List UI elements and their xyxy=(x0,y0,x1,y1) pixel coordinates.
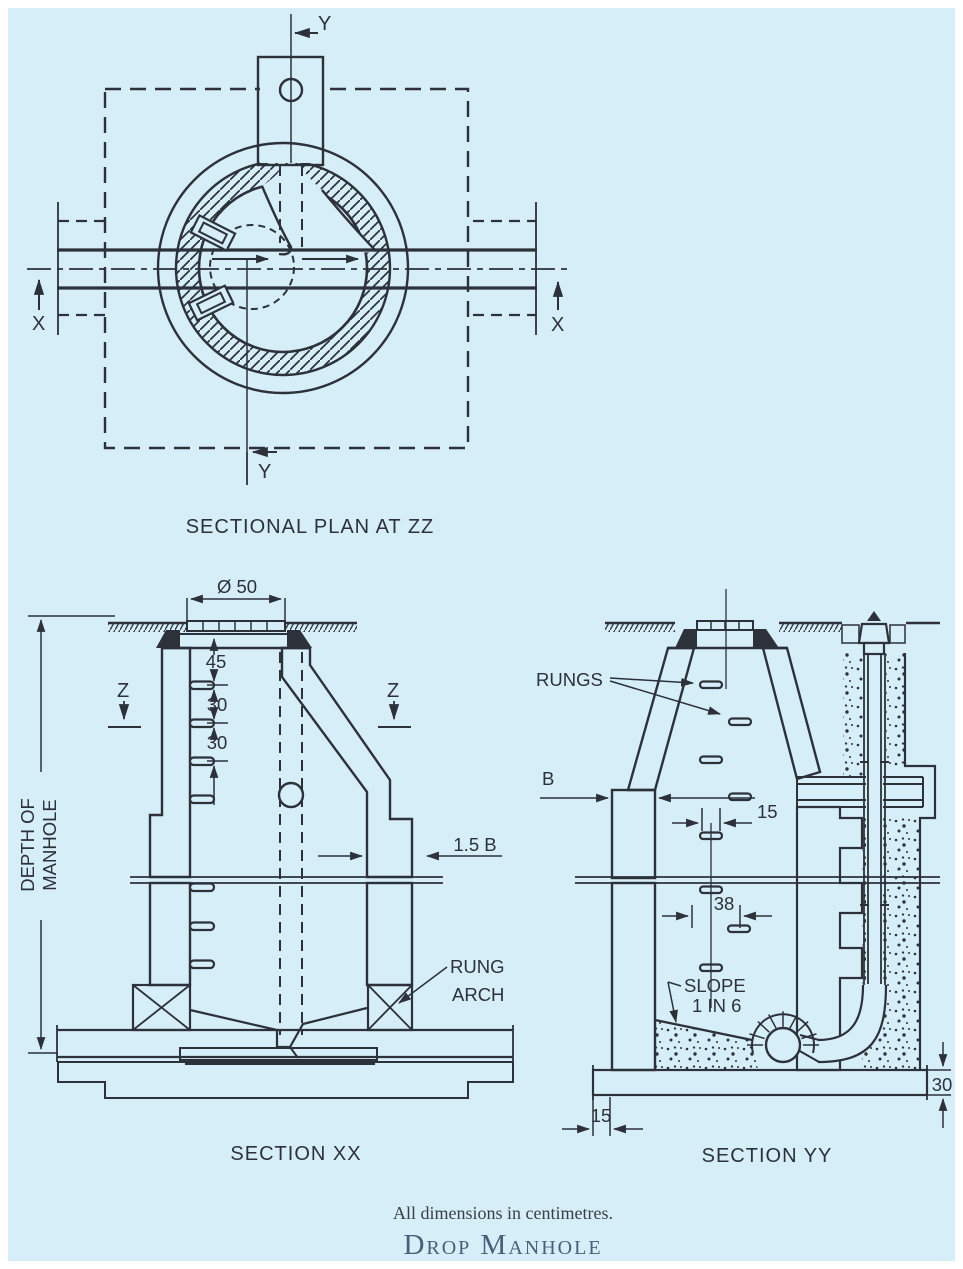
plan-caption: SECTIONAL PLAN AT ZZ xyxy=(186,516,435,538)
yy-dim-slab-thickness: 30 xyxy=(932,1074,953,1095)
xx-depth-label-line2: MANHOLE xyxy=(39,799,60,891)
plan-channel-left-curve xyxy=(260,185,293,256)
xx-depth-label-line1: DEPTH OF xyxy=(17,798,38,892)
yy-elbow-inner xyxy=(817,984,865,1042)
yy-benching-slope xyxy=(654,1018,753,1042)
yy-concrete-col-right xyxy=(886,653,905,766)
yy-ledge-dim: 15 xyxy=(562,1097,643,1136)
xx-inlet-pipe-circle xyxy=(277,781,305,809)
yy-rungs xyxy=(698,680,753,973)
yy-label-wall-b: B xyxy=(542,768,554,789)
x-right-label: X xyxy=(551,314,564,336)
yy-label-rungs: RUNGS xyxy=(536,669,603,690)
xx-right-wall-upper xyxy=(280,646,414,879)
plan-rung-lower xyxy=(187,284,235,322)
y-top-label: Y xyxy=(318,13,331,35)
yy-elbow-outer xyxy=(817,984,888,1064)
yy-outlet-lines xyxy=(797,1034,820,1063)
xx-right-wall-lower xyxy=(365,881,414,987)
yy-cover-ticks xyxy=(710,622,740,629)
yy-frame-wedge-left xyxy=(675,629,697,648)
yy-slope-line1: SLOPE xyxy=(684,975,746,996)
yy-slope-line2: 1 IN 6 xyxy=(692,995,741,1016)
xx-concrete-stipple xyxy=(57,1061,514,1099)
xx-caption: SECTION XX xyxy=(230,1143,361,1165)
plan-rung-upper xyxy=(189,213,237,253)
xx-rung-arch-label: RUNG ARCH xyxy=(398,956,504,1005)
plan-section-markers: Y Y X X xyxy=(32,13,564,485)
yy-left-wall-mid xyxy=(610,788,657,880)
yy-junction-cross xyxy=(796,776,924,808)
plan-channel-right-curve xyxy=(321,189,377,252)
xx-left-wall-upper xyxy=(148,646,192,879)
xx-base-slab xyxy=(56,1025,514,1099)
yy-vent-cap xyxy=(841,611,906,656)
xx-left-wall-lower xyxy=(148,881,192,987)
yy-frame-wedge-right xyxy=(753,629,779,648)
xx-dim-30-lower: 30 xyxy=(207,732,228,753)
yy-rung-offset-dim-upper: 15 xyxy=(672,801,778,831)
yy-drop-pipe-interior xyxy=(866,653,883,987)
z-left-label: Z xyxy=(117,680,129,702)
yy-pipe-sockets xyxy=(860,761,889,906)
yy-caption: SECTION YY xyxy=(702,1145,833,1167)
xx-rung-arch-line2: ARCH xyxy=(452,984,504,1005)
yy-left-wall-taper xyxy=(626,646,696,792)
xx-wall-dim: 1.5 B xyxy=(318,834,502,861)
yy-dim-ledge: 15 xyxy=(591,1105,612,1126)
xx-z-markers: Z Z xyxy=(108,680,411,728)
xx-cover-ticks xyxy=(202,622,268,630)
xx-depth-dim: DEPTH OF MANHOLE xyxy=(17,615,115,1054)
x-left-label: X xyxy=(32,313,45,335)
plan-outer-circle xyxy=(156,141,410,395)
yy-stepped-wall xyxy=(795,805,864,1072)
xx-dim-wall: 1.5 B xyxy=(453,834,496,855)
yy-dim-rung-offset-lower: 38 xyxy=(714,893,735,914)
section-xx: 45 30 30 Z Z Ø 50 xyxy=(17,576,514,1165)
xx-cover xyxy=(186,620,286,632)
xx-rungs xyxy=(188,680,216,970)
yy-slab-stipple xyxy=(591,1068,929,1097)
yy-benching-stipple xyxy=(655,1020,758,1070)
yy-slab-dim: 30 xyxy=(927,1042,952,1128)
drawing-title: Drop Manhole xyxy=(403,1229,602,1261)
xx-earth-right xyxy=(286,623,357,632)
yy-b-dim: B xyxy=(540,768,755,803)
xx-benching xyxy=(189,1006,368,1059)
yy-concrete-col-left xyxy=(843,653,864,777)
xx-rung-arch-line1: RUNG xyxy=(450,956,504,977)
yy-dim-rung-offset-upper: 15 xyxy=(757,801,778,822)
xx-diameter-dim: Ø 50 xyxy=(186,576,286,626)
plan-sump-dashed-circle xyxy=(209,224,295,310)
yy-rung-offset-dim-lower: 38 xyxy=(662,893,772,928)
xx-dim-diameter: Ø 50 xyxy=(217,576,257,597)
yy-left-wall-lower xyxy=(610,881,657,1072)
plan-view: Y Y X X SECTIONAL PLAN AT ZZ xyxy=(27,13,571,538)
xx-dim-45: 45 xyxy=(206,651,227,672)
section-yy: RUNGS B 15 38 SLOPE 1 xyxy=(536,589,952,1167)
yy-right-wall-taper xyxy=(761,646,822,781)
yy-elbow-interior xyxy=(818,985,886,1062)
yy-rungs-label: RUNGS xyxy=(536,669,722,715)
xx-earth-left xyxy=(108,623,187,632)
yy-slope-label: SLOPE 1 IN 6 xyxy=(667,975,746,1024)
yy-right-boundary xyxy=(903,653,937,1070)
xx-rung-arch-boxes xyxy=(131,983,414,1032)
plan-channel-clear xyxy=(262,166,376,255)
footer: All dimensions in centimetres. Drop Manh… xyxy=(393,1203,613,1261)
yy-drop-pipe-walls xyxy=(863,653,886,987)
xx-frame-wedge-left xyxy=(156,630,180,648)
y-bottom-label: Y xyxy=(258,461,271,483)
yy-earth-mid xyxy=(779,623,842,632)
yy-base-slab xyxy=(591,1065,929,1100)
yy-channel xyxy=(747,1011,819,1064)
yy-earth-left xyxy=(605,623,675,632)
z-right-label: Z xyxy=(387,680,399,702)
xx-rung-dim-chain: 45 30 30 xyxy=(206,637,228,805)
yy-stepped-wall-bg xyxy=(797,807,862,1070)
footer-note: All dimensions in centimetres. xyxy=(393,1203,613,1223)
xx-frame-wedge-right xyxy=(287,630,312,648)
xx-dim-30-upper: 30 xyxy=(207,694,228,715)
